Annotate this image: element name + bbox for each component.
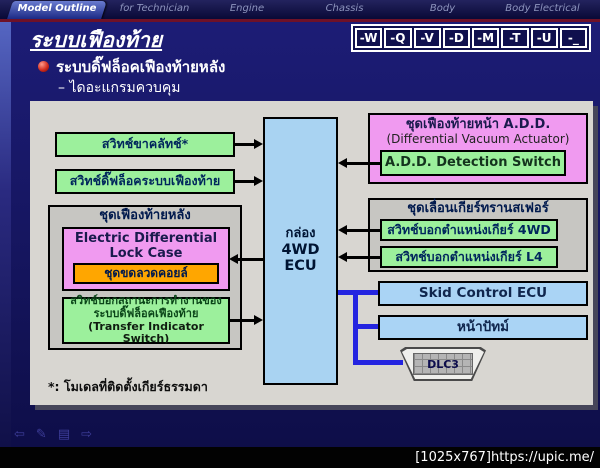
arrow-add-to-ecu (346, 162, 380, 165)
arrowhead-lockcase (229, 254, 238, 264)
dlc3-connector: DLC3 (400, 347, 486, 381)
footer-caption: [1025x767]https://upic.me/ (415, 450, 594, 465)
left-accent-strip (0, 22, 11, 447)
model-code-button-m[interactable]: -M (472, 28, 500, 48)
arrow-ecu-to-lockcase (237, 258, 263, 261)
skid-control-ecu-box: Skid Control ECU (378, 281, 588, 306)
arrowhead-add (338, 158, 347, 168)
arrow-l4-to-ecu (346, 256, 380, 259)
front-diff-line2: (Differential Vacuum Actuator) (386, 131, 570, 146)
transfer-indicator-switch-box: สวิทช์บอกสถานะการทำงานของ ระบบดิ๊ฟล็อคเฟ… (62, 294, 230, 346)
arrowhead-4wd (338, 225, 347, 235)
model-code-button-w[interactable]: -W (355, 28, 383, 48)
model-code-button-v[interactable]: -V (413, 28, 441, 48)
bus-line-dlc3 (353, 360, 403, 365)
tab-bar: Model Outline for Technician Engine Chas… (0, 0, 600, 19)
model-code-button-blank[interactable]: -_ (559, 28, 587, 48)
add-detection-switch-box: A.D.D. Detection Switch (380, 150, 566, 176)
dlc3-label: DLC3 (427, 357, 459, 371)
pen-icon[interactable]: ✎ (35, 427, 47, 442)
lock-case-line1: Electric Differential (74, 231, 218, 246)
electric-diff-lock-case-box: Electric Differential Lock Case ชุดขดลวด… (62, 227, 230, 291)
arrow-indicator-to-ecu (230, 319, 258, 322)
tab-engine[interactable]: Engine (229, 3, 265, 14)
page-title: ระบบเฟืองท้าย (30, 28, 163, 52)
footnote: *: โมเดลที่ติดตั้งเกียร์ธรรมดา (48, 379, 208, 394)
tab-model-outline-label[interactable]: Model Outline (17, 3, 97, 14)
front-diff-line1: ชุดเฟืองท้ายหน้า A.D.D. (405, 117, 551, 132)
arrowhead-indicator (254, 315, 263, 325)
forward-icon[interactable]: ⇨ (81, 427, 93, 442)
coil-assembly-box: ชุดขดลวดคอยล์ (73, 263, 219, 284)
gear-position-l4-switch-box: สวิทช์บอกตำแหน่งเกียร์ L4 (380, 246, 558, 268)
diff-lock-switch-box: สวิทช์ดิ๊ฟล็อคระบบเฟืองท้าย (55, 169, 235, 194)
tab-body-electrical[interactable]: Body Electrical (505, 3, 580, 14)
bullet-icon (38, 61, 49, 72)
arrow-clutch-to-ecu (235, 143, 258, 146)
indicator-line1: สวิทช์บอกสถานะการทำงานของ (70, 294, 222, 308)
clutch-switch-box: สวิทช์ขาคลัทช์* (55, 132, 235, 157)
back-icon[interactable]: ⇦ (14, 427, 25, 442)
gear-position-4wd-switch-box: สวิทช์บอกตำแหน่งเกียร์ 4WD (380, 219, 558, 241)
footer-bar: [1025x767]https://upic.me/ (0, 447, 600, 468)
arrowhead-clutch (254, 139, 263, 149)
model-code-button-d[interactable]: -D (442, 28, 470, 48)
dlc3-pin-grid (413, 353, 473, 375)
model-code-button-t[interactable]: -T (501, 28, 529, 48)
ecu-line2: 4WD ECU (281, 241, 320, 275)
arrow-difflock-to-ecu (235, 180, 258, 183)
slide-nav-controls: ⇦ ✎ ▤ ⇨ (14, 427, 92, 442)
model-code-button-group: -W -Q -V -D -M -T -U -_ (351, 24, 591, 52)
tab-chassis[interactable]: Chassis (325, 3, 364, 14)
rear-diff-unit-label: ชุดเฟืองท้ายหลัง (99, 208, 191, 223)
maroon-divider (0, 19, 600, 22)
indicator-line3: (Transfer Indicator Switch) (88, 319, 204, 346)
tab-body[interactable]: Body (429, 3, 456, 14)
model-code-button-u[interactable]: -U (530, 28, 558, 48)
bus-line-skid (338, 290, 378, 295)
indicator-line2: ระบบดิ๊ฟล็อคเฟืองท้าย (93, 306, 199, 320)
ecu-line1: กล่อง (285, 225, 316, 241)
instrument-panel-box: หน้าปัทม์ (378, 315, 588, 340)
arrowhead-difflock (254, 176, 263, 186)
model-code-button-q[interactable]: -Q (384, 28, 412, 48)
transfer-shift-unit-label: ชุดเลื่อนเกียร์ทรานสเฟอร์ (407, 201, 549, 216)
menu-icon[interactable]: ▤ (57, 427, 71, 442)
bus-line-panel (353, 324, 378, 329)
arrow-4wd-to-ecu (346, 229, 380, 232)
arrowhead-l4 (338, 252, 347, 262)
lock-case-line2: Lock Case (109, 245, 183, 261)
sub-heading: – ไดอะแกรมควบคุม (58, 80, 181, 96)
4wd-ecu-box: กล่อง 4WD ECU (263, 117, 338, 385)
tab-for-technician[interactable]: for Technician (119, 3, 190, 14)
section-heading: ระบบดิ๊ฟล็อคเฟืองท้ายหลัง (56, 58, 226, 76)
